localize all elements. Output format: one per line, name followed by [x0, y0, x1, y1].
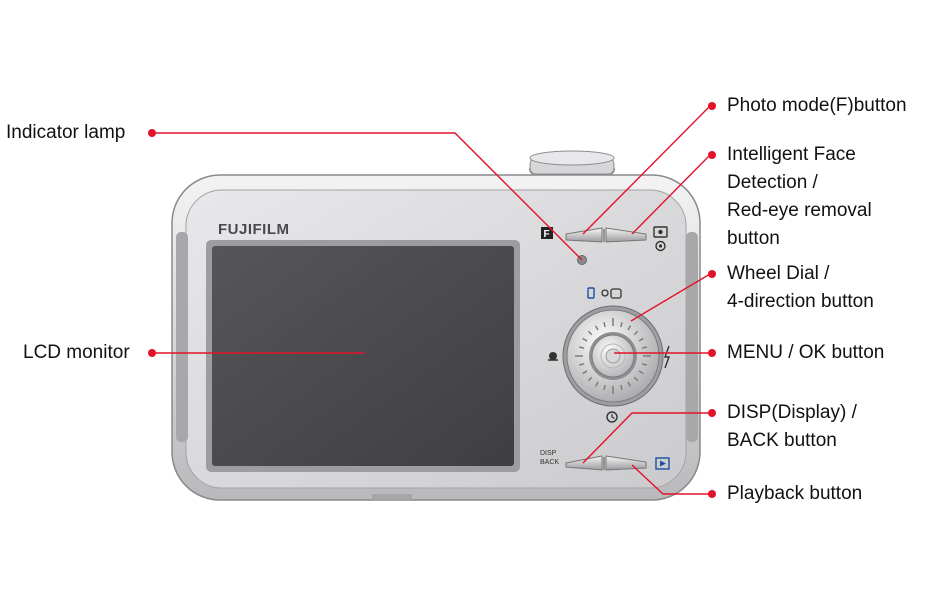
dot-playback: [708, 490, 716, 498]
leader-disp-back: [582, 412, 710, 464]
dial-tick: [603, 384, 606, 390]
dot-face-detection: [708, 151, 716, 159]
brand-logo: FUJIFILM: [218, 221, 290, 238]
label-wheel-dial: Wheel Dial / 4-direction button: [727, 260, 874, 316]
dot-lcd-monitor: [148, 349, 156, 357]
dot-indicator-lamp: [148, 129, 156, 137]
face-detection-icon: [653, 226, 668, 252]
disp-label-top: DISP: [540, 450, 557, 457]
label-lcd-monitor: LCD monitor: [23, 342, 130, 363]
label-disp-back-line-1: DISP(Display) /: [727, 402, 857, 423]
label-face-detection-line-1: Intelligent Face: [727, 144, 856, 165]
dial-tick: [627, 325, 632, 331]
label-menu-ok-button: MENU / OK button: [727, 342, 885, 363]
dial-tick: [594, 381, 599, 387]
dial-tick: [638, 370, 644, 375]
dial-tick: [582, 337, 588, 342]
callout-lines: [152, 105, 711, 495]
leader-indicator-lamp: [152, 132, 583, 261]
svg-text:F: F: [544, 229, 550, 240]
leader-wheel-dial: [630, 273, 711, 322]
label-face-detection-line-3: Red-eye removal: [727, 200, 872, 221]
label-wheel-dial-line-1: Wheel Dial /: [727, 263, 830, 284]
disp-playback-button-pair: [565, 455, 647, 471]
dial-tick: [579, 363, 585, 366]
dial-tick: [638, 337, 644, 342]
leader-playback: [631, 464, 710, 495]
dial-tick: [627, 381, 632, 387]
dial-tick: [641, 346, 647, 349]
label-face-detection-line-2: Detection /: [727, 172, 818, 193]
label-playback-button: Playback button: [727, 483, 863, 504]
label-wheel-dial-line-2: 4-direction button: [727, 291, 874, 312]
dot-disp-back: [708, 409, 716, 417]
menu-ok-button-shape: [591, 334, 635, 378]
label-face-detection-line-4: button: [727, 228, 780, 249]
dot-wheel-dial: [708, 270, 716, 278]
dial-tick: [620, 384, 623, 390]
dial-tick: [633, 330, 639, 336]
dot-menu-ok: [708, 349, 716, 357]
bottom-connector: [372, 494, 412, 500]
dial-tick: [587, 376, 593, 382]
playback-icon: [655, 457, 670, 470]
label-photo-mode-button: Photo mode(F)button: [727, 95, 907, 116]
leader-photo-mode: [582, 105, 711, 235]
dial-tick: [582, 370, 588, 375]
dial-tick: [641, 363, 647, 366]
label-indicator-lamp: Indicator lamp: [6, 122, 126, 143]
dial-tick: [587, 330, 593, 336]
dial-tick: [620, 322, 623, 328]
dial-tick: [579, 346, 585, 349]
leader-face-detection: [631, 154, 711, 235]
photo-mode-icon: F: [541, 227, 553, 240]
label-disp-back-button: DISP(Display) / BACK button: [727, 399, 857, 455]
dot-photo-mode: [708, 102, 716, 110]
dial-tick: [594, 325, 599, 331]
lcd-monitor: [206, 240, 520, 472]
dial-mode-icons: [548, 287, 670, 423]
callout-dots: [148, 102, 716, 498]
disp-label-bottom: BACK: [540, 459, 559, 466]
label-disp-back-line-2: BACK button: [727, 430, 837, 451]
label-face-detection-button: Intelligent Face Detection / Red-eye rem…: [727, 141, 872, 253]
photo-face-button-pair: [565, 227, 647, 243]
dial-tick: [633, 376, 639, 382]
dial-tick: [603, 322, 606, 328]
